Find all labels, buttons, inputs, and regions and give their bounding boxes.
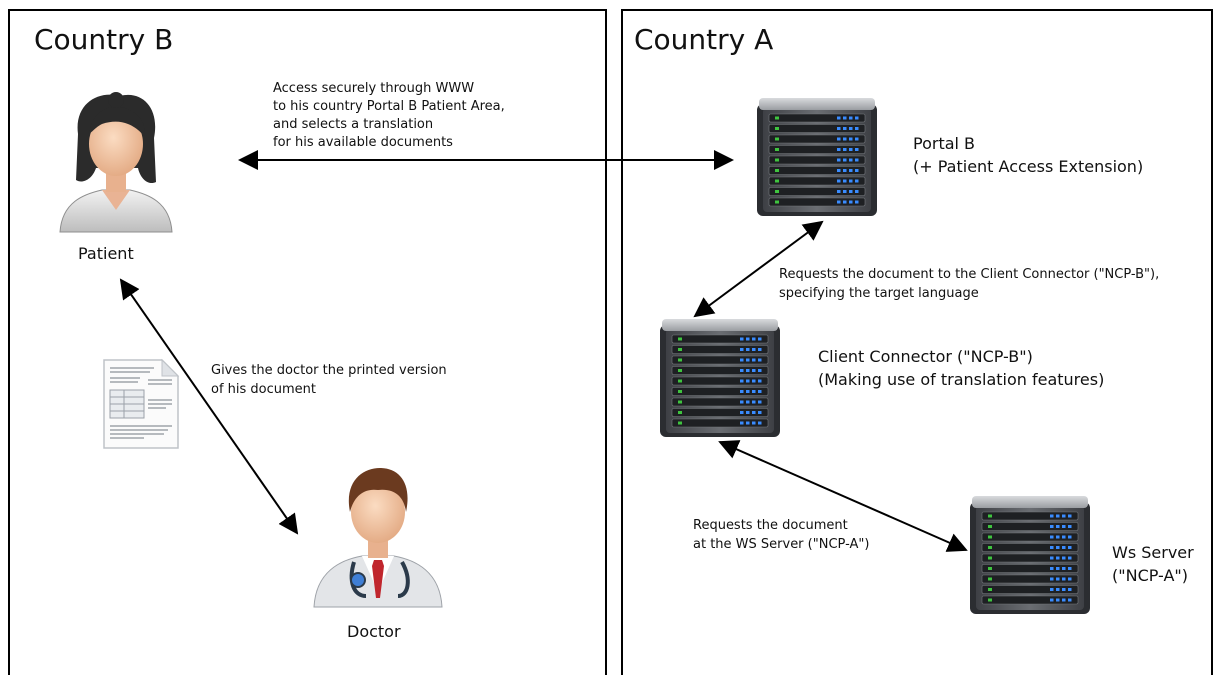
caption-line: at the WS Server ("NCP-A"): [693, 537, 869, 552]
caption-portal-connector: Requests the document to the Client Conn…: [779, 267, 1163, 301]
caption-line: to his country Portal B Patient Area,: [273, 99, 505, 114]
client-connector-label: Client Connector ("NCP-B") (Making use o…: [818, 347, 1104, 389]
patient-avatar-icon: [59, 92, 173, 233]
ws-server-name: Ws Server: [1112, 543, 1194, 562]
caption-line: Gives the doctor the printed version: [211, 363, 447, 378]
ws-server-label: Ws Server ("NCP-A"): [1112, 543, 1199, 585]
doctor-avatar-icon: [313, 468, 443, 608]
caption-line: for his available documents: [273, 135, 453, 150]
caption-line: specifying the target language: [779, 286, 979, 301]
arrow-portal-connector: [693, 220, 824, 318]
doctor-label: Doctor: [347, 622, 401, 641]
country-b-title: Country B: [34, 23, 173, 56]
caption-line: and selects a translation: [273, 117, 433, 132]
caption-patient-portal: Access securely through WWW to his count…: [273, 81, 509, 150]
client-connector-features: (Making use of translation features): [818, 370, 1104, 389]
ws-server-icon: [969, 495, 1091, 615]
caption-line: Requests the document: [693, 518, 848, 533]
portal-b-name: Portal B: [913, 134, 975, 153]
portal-b-label: Portal B (+ Patient Access Extension): [913, 134, 1143, 176]
arrow-patient-doctor: [119, 278, 299, 535]
patient-label: Patient: [78, 244, 134, 263]
country-a-title: Country A: [634, 23, 773, 56]
client-connector-server-icon: [659, 318, 781, 438]
arrow-connector-ws: [718, 440, 968, 552]
country-a-panel: [621, 9, 1213, 675]
ws-server-id: ("NCP-A"): [1112, 566, 1188, 585]
caption-line: Requests the document to the Client Conn…: [779, 267, 1159, 282]
caption-line: Access securely through WWW: [273, 81, 474, 96]
caption-line: of his document: [211, 382, 316, 397]
client-connector-name: Client Connector ("NCP-B"): [818, 347, 1033, 366]
printed-document-icon: [103, 358, 180, 449]
country-b-panel: [8, 9, 607, 675]
portal-b-server-icon: [756, 97, 878, 217]
caption-connector-ws: Requests the document at the WS Server (…: [693, 518, 869, 552]
portal-b-extension: (+ Patient Access Extension): [913, 157, 1143, 176]
caption-patient-doctor: Gives the doctor the printed version of …: [211, 363, 451, 397]
